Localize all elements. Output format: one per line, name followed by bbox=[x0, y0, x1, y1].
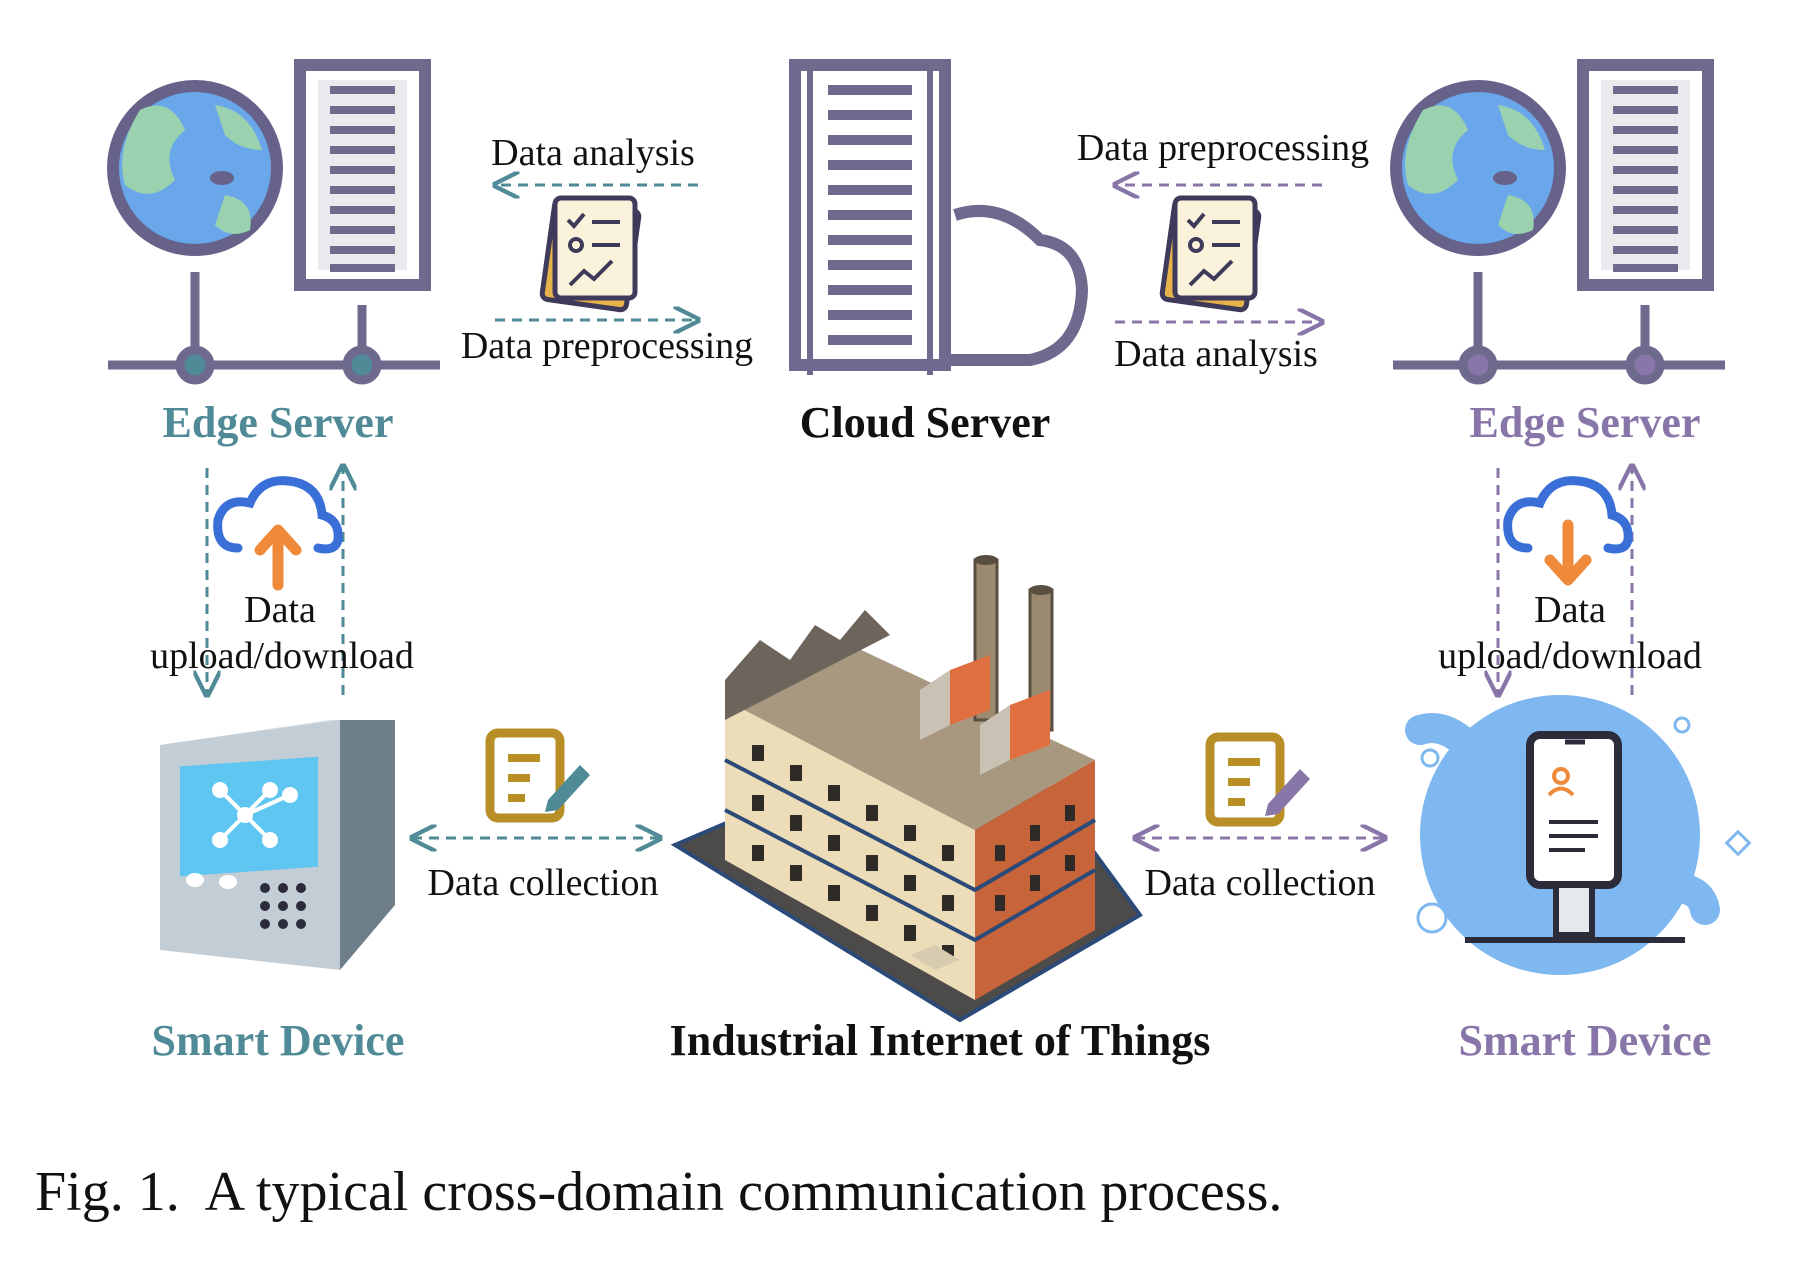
globe-icon bbox=[107, 80, 283, 256]
edge-server-right-label: Edge Server bbox=[1470, 398, 1701, 447]
network-bus bbox=[108, 272, 440, 385]
right-upload-download: Data upload/download bbox=[1438, 466, 1702, 695]
cloud-icon bbox=[930, 204, 1089, 366]
server-rack-icon bbox=[1577, 59, 1714, 291]
upload-right-line1: Data bbox=[1534, 589, 1606, 631]
report-icon bbox=[1159, 195, 1262, 313]
edit-document-icon bbox=[1205, 732, 1310, 827]
edge-server-left-label: Edge Server bbox=[163, 398, 394, 447]
smart-device-left-label: Smart Device bbox=[152, 1016, 405, 1065]
right-exchange: Data preprocessing Data analysis bbox=[1077, 127, 1369, 375]
factory-icon bbox=[670, 555, 1143, 1023]
control-cabinet-icon bbox=[160, 720, 395, 970]
edge-server-right: Edge Server bbox=[1390, 59, 1725, 447]
left-exchange: Data analysis Data preprocessing bbox=[461, 132, 753, 367]
edit-document-icon bbox=[485, 728, 590, 823]
left-data-collection: Data collection bbox=[412, 728, 660, 904]
upload-left-line1: Data bbox=[244, 589, 316, 631]
iiot-label: Industrial Internet of Things bbox=[670, 1016, 1211, 1065]
collection-left-label: Data collection bbox=[427, 862, 658, 904]
server-rack-icon bbox=[294, 59, 431, 291]
smart-device-right-label: Smart Device bbox=[1459, 1016, 1712, 1065]
cloud-upload-icon bbox=[213, 476, 343, 591]
left-top-arrow-label: Data analysis bbox=[491, 132, 695, 174]
right-data-collection: Data collection bbox=[1135, 732, 1385, 904]
right-bottom-arrow-label: Data analysis bbox=[1114, 333, 1318, 375]
server-rack-icon bbox=[789, 59, 951, 375]
left-upload-download: Data upload/download bbox=[150, 466, 414, 695]
upload-right-line2: upload/download bbox=[1438, 635, 1702, 677]
report-icon bbox=[539, 195, 642, 313]
globe-icon bbox=[1390, 80, 1566, 256]
figure-caption: Fig. 1. A typical cross-domain communica… bbox=[35, 1161, 1282, 1223]
left-bottom-arrow-label: Data preprocessing bbox=[461, 325, 753, 367]
cloud-server-label: Cloud Server bbox=[800, 398, 1051, 447]
upload-left-line2: upload/download bbox=[150, 635, 414, 677]
edge-server-left: Edge Server bbox=[107, 59, 440, 447]
cloud-server: Cloud Server bbox=[789, 59, 1089, 447]
network-bus bbox=[1393, 272, 1725, 385]
collection-right-label: Data collection bbox=[1144, 862, 1375, 904]
right-top-arrow-label: Data preprocessing bbox=[1077, 127, 1369, 169]
cloud-download-icon bbox=[1503, 476, 1633, 586]
kiosk-icon bbox=[1405, 695, 1752, 975]
